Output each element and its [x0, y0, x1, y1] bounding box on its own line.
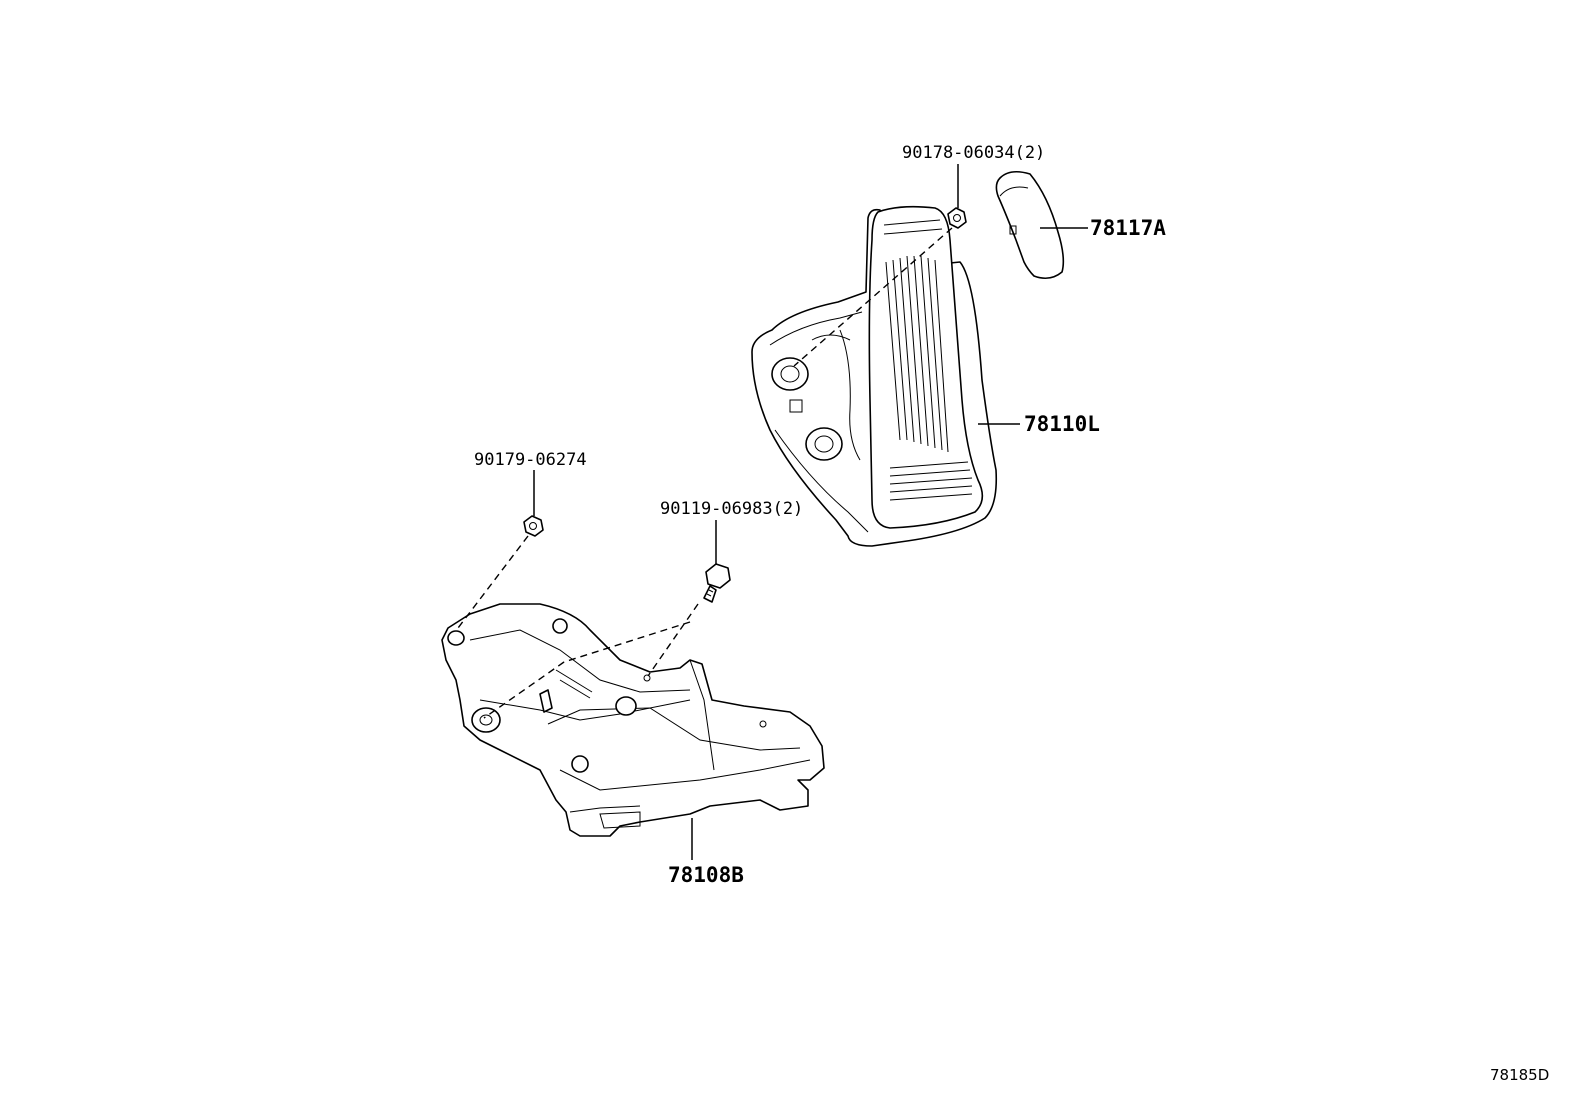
label-lower-nut: 90179-06274 [474, 450, 587, 470]
upper-nut-drawing [947, 207, 967, 229]
label-pedal-assembly: 78110L [1024, 412, 1100, 436]
bracket-drawing [441, 603, 825, 837]
label-pad: 78117A [1090, 216, 1166, 240]
pad-drawing [995, 170, 1065, 280]
label-bracket: 78108B [668, 863, 744, 887]
diagram-reference: 78185D [1490, 1066, 1549, 1084]
label-bolt: 90119-06983(2) [660, 499, 803, 519]
pedal-ribs [883, 219, 973, 501]
label-upper-nut: 90178-06034(2) [902, 143, 1045, 163]
pedal-assembly-drawing [751, 205, 998, 547]
bolt-drawing [703, 563, 731, 603]
leader-lines [533, 164, 1088, 860]
assembly-lines [457, 227, 953, 719]
lower-nut-drawing [523, 515, 544, 537]
